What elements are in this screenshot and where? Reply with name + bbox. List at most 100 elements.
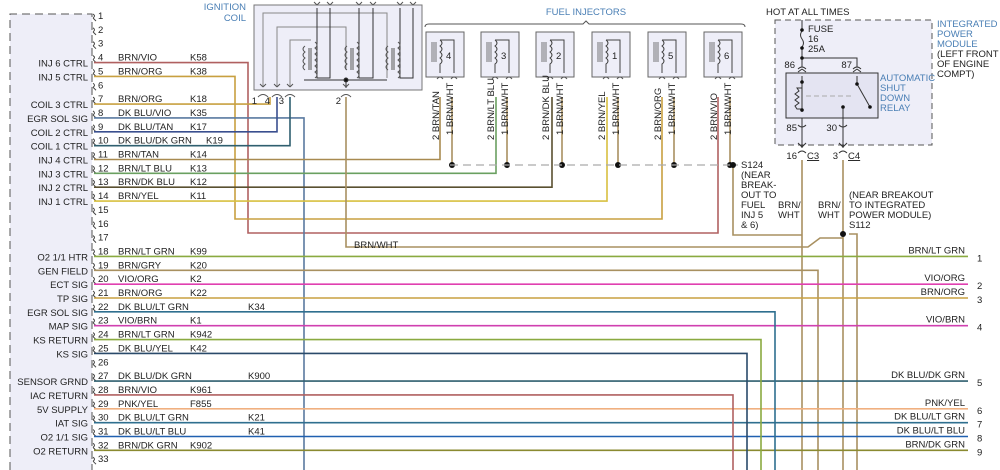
- pcm-pin-function: EGR SOL SIG: [27, 114, 88, 125]
- relay-label-4: RELAY: [880, 103, 911, 114]
- injector-pin1-wire-label: 1 BRN/WHT: [611, 83, 622, 135]
- splice-s124: S124 (NEAR BREAK- OUT TO FUEL INJ 5 & 6): [730, 160, 776, 231]
- wire-color-label: BRN/LT GRN: [118, 246, 175, 257]
- pin-bracket-icon: [92, 415, 97, 424]
- pcm-pin-number: 22: [98, 302, 109, 313]
- pcm-pin-number: 29: [98, 399, 109, 410]
- pcm-pin-number: 31: [98, 427, 109, 438]
- module-location-1: (LEFT FRONT: [937, 49, 999, 60]
- pin-bracket-icon: [92, 373, 97, 382]
- pin-bracket-icon: [92, 165, 97, 174]
- pcm-pin-function: INJ 5 CTRL: [38, 72, 88, 83]
- pcm-pin-number: 18: [98, 246, 109, 257]
- pin-bracket-icon: [92, 193, 97, 202]
- pin-bracket-icon: [92, 387, 97, 396]
- hot-at-all-times-label: HOT AT ALL TIMES: [766, 7, 849, 18]
- pcm-pin-function: COIL 1 CTRL: [31, 142, 88, 153]
- wire-color-label: BRN/LT GRN: [118, 330, 175, 341]
- wire-coil1-ctrl: [94, 97, 291, 147]
- brn-wht-label-a2: WHT: [778, 210, 800, 221]
- circuit-number: K99: [190, 246, 207, 257]
- ignition-coil-label-1: IGNITION: [204, 2, 246, 13]
- fuse-label: FUSE: [808, 24, 833, 35]
- pcm-pin-function: KS SIG: [56, 349, 88, 360]
- circuit-number: K34: [248, 302, 265, 313]
- pcm-pin-number: 15: [98, 205, 109, 216]
- injector-number: 2: [556, 51, 561, 62]
- wire-inj2-ctrl: [94, 97, 553, 188]
- injector-coil-icon: [549, 39, 565, 73]
- injector-pin1-wire-label: 1 BRN/WHT: [723, 83, 734, 135]
- pcm-pin-number: 26: [98, 357, 109, 368]
- wire-color-label: DK BLU/DK GRN: [118, 371, 192, 382]
- pcm-pin-function: INJ 4 CTRL: [38, 156, 88, 167]
- circuit-number: K961: [190, 385, 212, 396]
- wire-pin-22: [94, 311, 776, 470]
- splice-dot: [615, 162, 621, 168]
- circuit-number: K18: [190, 94, 207, 105]
- pin-bracket-icon: [92, 359, 97, 368]
- pcm-pin-function: MAP SIG: [49, 322, 88, 333]
- circuit-number: F855: [190, 399, 212, 410]
- pcm-pin-number: 14: [98, 191, 109, 202]
- injector-pin2-wire-label: 2 BRN/TAN: [431, 91, 442, 140]
- s124-id: S124: [741, 160, 763, 171]
- relay-label-1: AUTOMATIC: [880, 73, 935, 84]
- injector-number: 4: [446, 51, 451, 62]
- pcm-pin-number: 16: [98, 219, 109, 230]
- circuit-number: K11: [190, 191, 206, 202]
- coil-pin-1: 1: [252, 96, 257, 107]
- pcm-pin-function: COIL 2 CTRL: [31, 128, 88, 139]
- coil-pin-4: 4: [265, 96, 270, 107]
- wire-color-label: VIO/ORG: [118, 274, 159, 285]
- injector-pin1-wire-label: 1 BRN/WHT: [555, 83, 566, 135]
- right-wire-color-label: BRN/ORG: [921, 287, 965, 298]
- circuit-number: K42: [190, 343, 207, 354]
- circuit-number: K900: [248, 371, 270, 382]
- pcm-pin-function: O2 1/1 SIG: [40, 433, 88, 444]
- circuit-number: K17: [190, 122, 207, 133]
- circuit-number: K902: [190, 440, 212, 451]
- pin-bracket-icon: [92, 304, 97, 313]
- circuit-number: K41: [248, 427, 265, 438]
- pin-bracket-icon: [92, 456, 97, 465]
- relay-label-3: DOWN: [880, 93, 910, 104]
- wire-inj5-ctrl: [94, 75, 663, 220]
- wire-color-label: BRN/ORG: [118, 94, 162, 105]
- wire-color-label: BRN/GRY: [118, 260, 162, 271]
- pin-bracket-icon: [92, 262, 97, 271]
- pin-bracket-icon: [92, 179, 97, 188]
- brn-wht-label-a1: BRN/: [778, 200, 801, 211]
- pcm-pin-function: TP SIG: [57, 294, 88, 305]
- pcm-pin-number: 4: [98, 53, 103, 64]
- right-wire-color-label: BRN/DK GRN: [905, 439, 965, 450]
- pcm-pin-number: 33: [98, 454, 109, 465]
- pcm-pin-number: 19: [98, 260, 109, 271]
- wire-pin-24: [94, 338, 762, 470]
- s124-note: & 6): [741, 220, 758, 231]
- wires: [94, 61, 968, 470]
- pcm-pin-number: 10: [98, 136, 109, 147]
- s124-note: OUT TO: [741, 190, 776, 201]
- pcm-pin-number: 11: [98, 150, 108, 161]
- wire-color-label: VIO/BRN: [118, 316, 157, 327]
- pcm-pin-number: 2: [98, 25, 103, 36]
- wire-coil-brn-wht: [345, 97, 843, 248]
- pcm-pin-function: ECT SIG: [50, 280, 88, 291]
- pcm-pin-function: IAT SIG: [55, 419, 88, 430]
- pcm-pin-number: 6: [98, 80, 103, 91]
- pin-bracket-icon: [92, 207, 97, 216]
- relay-pin-85: 85: [786, 123, 797, 134]
- c3-connector: C3: [807, 151, 819, 162]
- pcm-pin-number: 12: [98, 163, 109, 174]
- s112-id: S112: [849, 220, 870, 231]
- c4-connector: C4: [848, 151, 860, 162]
- s124-note: (NEAR: [741, 170, 771, 181]
- wire-coil3-ctrl: [94, 97, 271, 105]
- right-wire-color-label: PNK/YEL: [925, 398, 965, 409]
- pin-bracket-icon: [92, 82, 97, 91]
- injector-pin1-wire-label: 1 BRN/WHT: [500, 83, 511, 135]
